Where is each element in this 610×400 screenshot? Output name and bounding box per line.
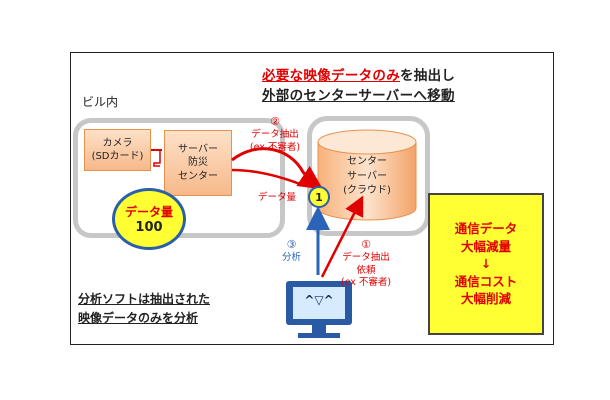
result-box: 通信データ 大幅減量 ↓ 通信コスト 大幅削減 bbox=[428, 193, 544, 335]
center-server-text: センター サーバー (クラウド) bbox=[318, 155, 416, 199]
extraction-arrow bbox=[231, 147, 323, 190]
step3-line1: 分析 bbox=[282, 252, 302, 264]
analysis-note: 分析ソフトは抽出された 映像データのみを分析 bbox=[78, 290, 210, 327]
center-server-line3: (クラウド) bbox=[343, 185, 391, 196]
disaster-server-box: サーバー 防災 センター bbox=[164, 130, 232, 196]
headline-line2: 外部のセンターサーバーへ移動 bbox=[262, 88, 455, 104]
headline-tail: を抽出し bbox=[400, 68, 456, 84]
camera-link-tick bbox=[153, 150, 161, 167]
result-line4: 大幅削減 bbox=[460, 291, 511, 307]
headline-highlight: 必要な映像データのみ bbox=[262, 68, 400, 84]
terminal-face: ^▽^ bbox=[304, 293, 334, 307]
camera-label: カメラ bbox=[102, 137, 133, 149]
camera-sublabel: (SDカード) bbox=[91, 151, 144, 162]
step3-label: ③ 分析 bbox=[282, 238, 301, 265]
camera-box: カメラ (SDカード) bbox=[84, 129, 151, 171]
step1-line1: データ抽出 bbox=[342, 252, 390, 264]
data-volume-value: 100 bbox=[135, 220, 163, 235]
step1-label: ① データ抽出 依頼 (ex 不審者) bbox=[333, 238, 399, 289]
headline-line1: 必要な映像データのみを抽出し bbox=[262, 64, 455, 84]
result-line3: 通信コスト bbox=[454, 273, 518, 289]
disaster-server-line1: サーバー bbox=[178, 143, 218, 155]
step2-line1: データ抽出 bbox=[251, 129, 299, 141]
diagram-frame bbox=[70, 52, 554, 345]
center-server-line1: センター bbox=[347, 156, 387, 167]
data-volume-circle: データ量 100 bbox=[112, 188, 186, 250]
center-server-line2: サーバー bbox=[347, 170, 387, 182]
step3-number: ③ bbox=[286, 238, 297, 251]
analysis-note-line1: 分析ソフトは抽出された bbox=[78, 292, 211, 306]
analysis-note-line2: 映像データのみを分析 bbox=[78, 310, 199, 325]
disaster-server-line2: 防災 bbox=[188, 157, 208, 169]
result-line1: 通信データ bbox=[454, 221, 518, 237]
step1-number: ① bbox=[361, 238, 371, 251]
step2-number: ② bbox=[270, 115, 280, 128]
data-volume-badge: 1 bbox=[308, 186, 330, 208]
arrow-volume-label: データ量 bbox=[258, 192, 297, 203]
request-arrow bbox=[320, 195, 364, 278]
result-arrow-icon: ↓ bbox=[480, 256, 492, 272]
volume-arrow bbox=[231, 168, 306, 188]
building-label: ビル内 bbox=[82, 95, 119, 109]
disaster-server-line3: センター bbox=[178, 170, 218, 182]
result-line2: 大幅減量 bbox=[460, 238, 511, 254]
data-volume-label: データ量 bbox=[124, 205, 173, 219]
step1-line3: (ex 不審者) bbox=[340, 276, 392, 288]
terminal-icon bbox=[286, 281, 352, 338]
step1-line2: 依頼 bbox=[356, 264, 376, 276]
step2-line2: (ex 不審者) bbox=[249, 141, 301, 153]
step2-label: ② データ抽出 (ex 不審者) bbox=[240, 115, 310, 154]
